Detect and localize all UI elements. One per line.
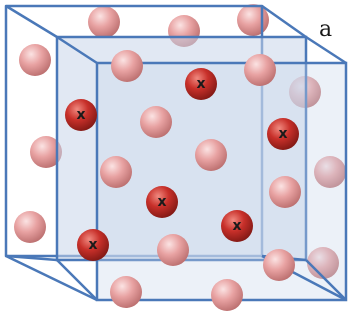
host-atom xyxy=(314,156,346,188)
defect-atom: x xyxy=(221,210,253,242)
host-atom xyxy=(140,106,172,138)
host-atom xyxy=(263,249,295,281)
edge-length-label: a xyxy=(319,17,332,42)
host-atom xyxy=(110,276,142,308)
defect-marker: x xyxy=(232,218,241,234)
host-atom xyxy=(157,234,189,266)
host-atom xyxy=(88,6,120,38)
host-atom xyxy=(111,50,143,82)
cube-front-face xyxy=(95,61,348,302)
defect-atom: x xyxy=(65,99,97,131)
defect-marker: x xyxy=(76,107,85,123)
host-atom xyxy=(307,247,339,279)
defect-marker: x xyxy=(88,237,97,253)
host-atom xyxy=(211,279,243,311)
host-atom xyxy=(100,156,132,188)
defect-atom: x xyxy=(146,186,178,218)
defect-atom: x xyxy=(185,68,217,100)
front-atoms xyxy=(100,50,301,311)
defect-atom: x xyxy=(267,118,299,150)
host-atom xyxy=(30,136,62,168)
defect-atom: x xyxy=(77,229,109,261)
defect-marker: x xyxy=(278,126,287,142)
host-atom xyxy=(195,139,227,171)
defect-atoms: x x x x x x xyxy=(65,68,299,261)
back-atoms xyxy=(14,4,346,279)
host-atom xyxy=(269,176,301,208)
defect-marker: x xyxy=(196,76,205,92)
host-atom xyxy=(244,54,276,86)
defect-marker: x xyxy=(157,194,166,210)
host-atom xyxy=(19,44,51,76)
host-atom xyxy=(14,211,46,243)
